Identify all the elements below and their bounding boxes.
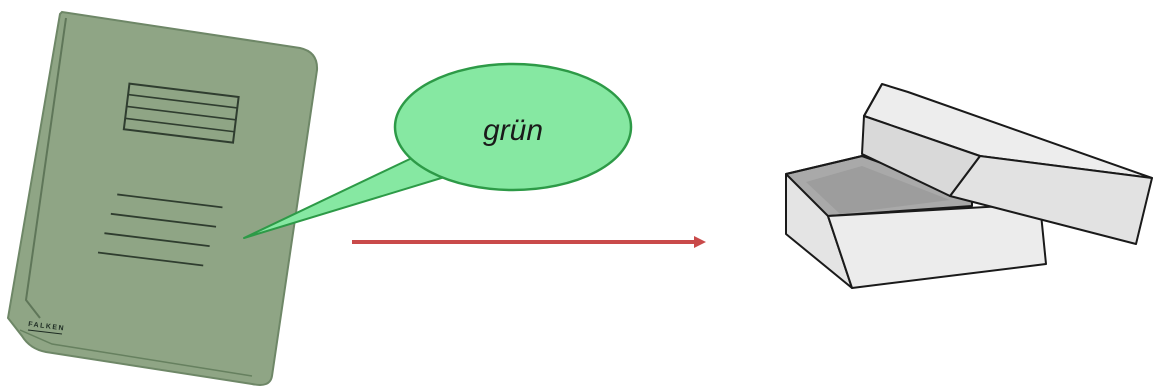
arrow	[352, 236, 706, 248]
folder-spine-line	[24, 17, 67, 319]
box-lid-ridge	[863, 83, 883, 117]
box-inner-floor	[806, 166, 950, 214]
open-box	[785, 83, 1153, 289]
arrow-head-icon	[694, 236, 706, 248]
folder-body	[6, 10, 319, 386]
folder-brand-label: FALKEN	[28, 321, 66, 332]
folder-writing-lines	[97, 193, 223, 267]
speech-bubble-text: grün	[483, 114, 543, 147]
folder-brand-underline	[27, 329, 63, 335]
speech-bubble: grün	[243, 62, 633, 239]
green-folder: FALKEN	[6, 10, 319, 386]
box-lid-end-side	[861, 115, 981, 197]
box-front-face	[827, 203, 1047, 289]
folder-edge-crease	[19, 329, 253, 377]
speech-bubble-body	[393, 62, 633, 192]
folder-label-box	[122, 82, 240, 144]
